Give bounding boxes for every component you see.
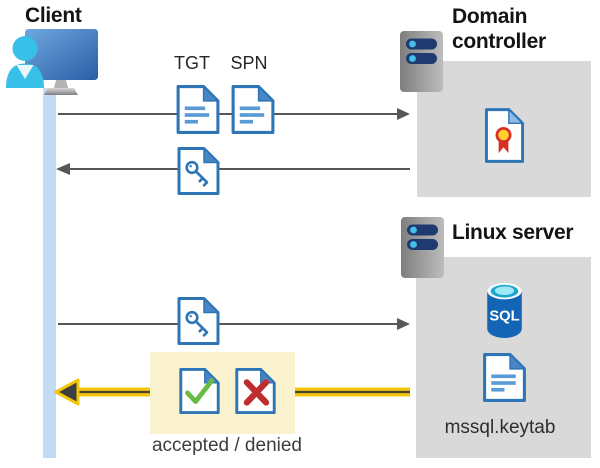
tgt-ticket-icon (175, 84, 221, 135)
arrow-tgt-response (56, 163, 410, 175)
seal-icon (495, 127, 512, 144)
monitor-icon (25, 29, 98, 80)
client-label: Client (25, 4, 82, 27)
person-icon (6, 36, 44, 88)
linux-server-label: Linux server (452, 221, 574, 244)
denied-x-document-icon (234, 367, 277, 415)
tgt-label: TGT (174, 53, 210, 73)
sql-badge-text: SQL (489, 309, 519, 325)
keytab-file-icon (482, 352, 527, 403)
domain-controller-label: Domain controller (452, 5, 546, 53)
key-icon (185, 160, 209, 187)
spn-key-ticket-icon (176, 296, 221, 346)
sql-database-icon: SQL (484, 280, 525, 341)
arrow-spn-ticket-to-linux (58, 318, 410, 330)
tgt-key-ticket-icon (176, 146, 221, 196)
spn-ticket-icon (230, 84, 276, 135)
spn-label: SPN (230, 53, 268, 73)
certificate-icon (484, 107, 525, 164)
accepted-denied-label: accepted / denied (151, 435, 302, 456)
ribbon-icon (498, 139, 509, 154)
key-icon (185, 310, 209, 337)
client-lifeline (43, 88, 56, 458)
client-icon (4, 26, 104, 104)
keytab-file-label: mssql.keytab (444, 417, 556, 438)
accepted-check-document-icon (178, 367, 221, 415)
server-icon-domain-controller (399, 30, 444, 93)
server-icon-linux (400, 216, 445, 279)
